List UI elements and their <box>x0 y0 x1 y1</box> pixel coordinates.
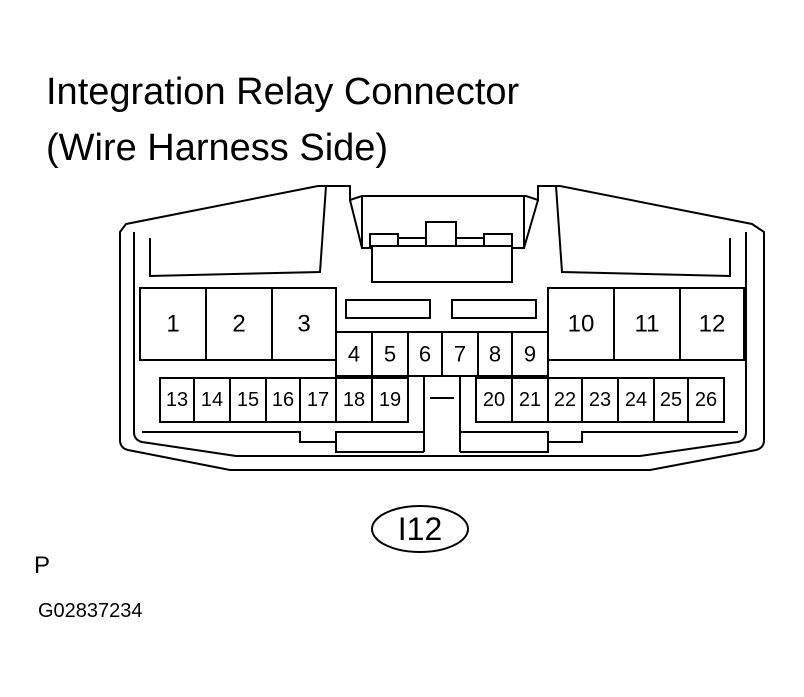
pin-22-label: 22 <box>554 389 576 411</box>
pin-20-label: 20 <box>483 389 505 411</box>
pin-24-label: 24 <box>625 389 647 411</box>
pin-10-label: 10 <box>568 311 595 338</box>
pin-14-label: 14 <box>201 389 223 411</box>
pin-21-label: 21 <box>519 389 541 411</box>
pin-6-label: 6 <box>419 342 431 367</box>
section-letter: P <box>34 552 51 579</box>
pin-1-label: 1 <box>166 311 179 338</box>
pin-8-label: 8 <box>489 342 501 367</box>
pin-7-label: 7 <box>454 342 466 367</box>
pin-2-label: 2 <box>232 311 245 338</box>
pin-13-label: 13 <box>166 389 188 411</box>
connector-code-oval <box>371 505 469 553</box>
pin-17-label: 17 <box>307 389 329 411</box>
pin-12-label: 12 <box>699 311 726 338</box>
connector-code-label: I12 <box>397 511 443 547</box>
connector-housing <box>119 185 765 471</box>
pin-26-label: 26 <box>695 389 717 411</box>
pin-23-label: 23 <box>589 389 611 411</box>
pin-16-label: 16 <box>272 389 294 411</box>
figure-code: G02837234 <box>38 600 143 622</box>
pin-25-label: 25 <box>660 389 682 411</box>
diagram-subtitle: (Wire Harness Side) <box>46 127 389 169</box>
pin-19-label: 19 <box>379 389 401 411</box>
pin-18-label: 18 <box>343 389 365 411</box>
pin-5-label: 5 <box>384 342 396 367</box>
pin-4-label: 4 <box>348 342 360 367</box>
pin-15-label: 15 <box>237 389 259 411</box>
pin-3-label: 3 <box>297 311 310 338</box>
pin-9-label: 9 <box>524 342 536 367</box>
diagram-title: Integration Relay Connector <box>46 71 520 113</box>
pin-11-label: 11 <box>635 311 660 338</box>
